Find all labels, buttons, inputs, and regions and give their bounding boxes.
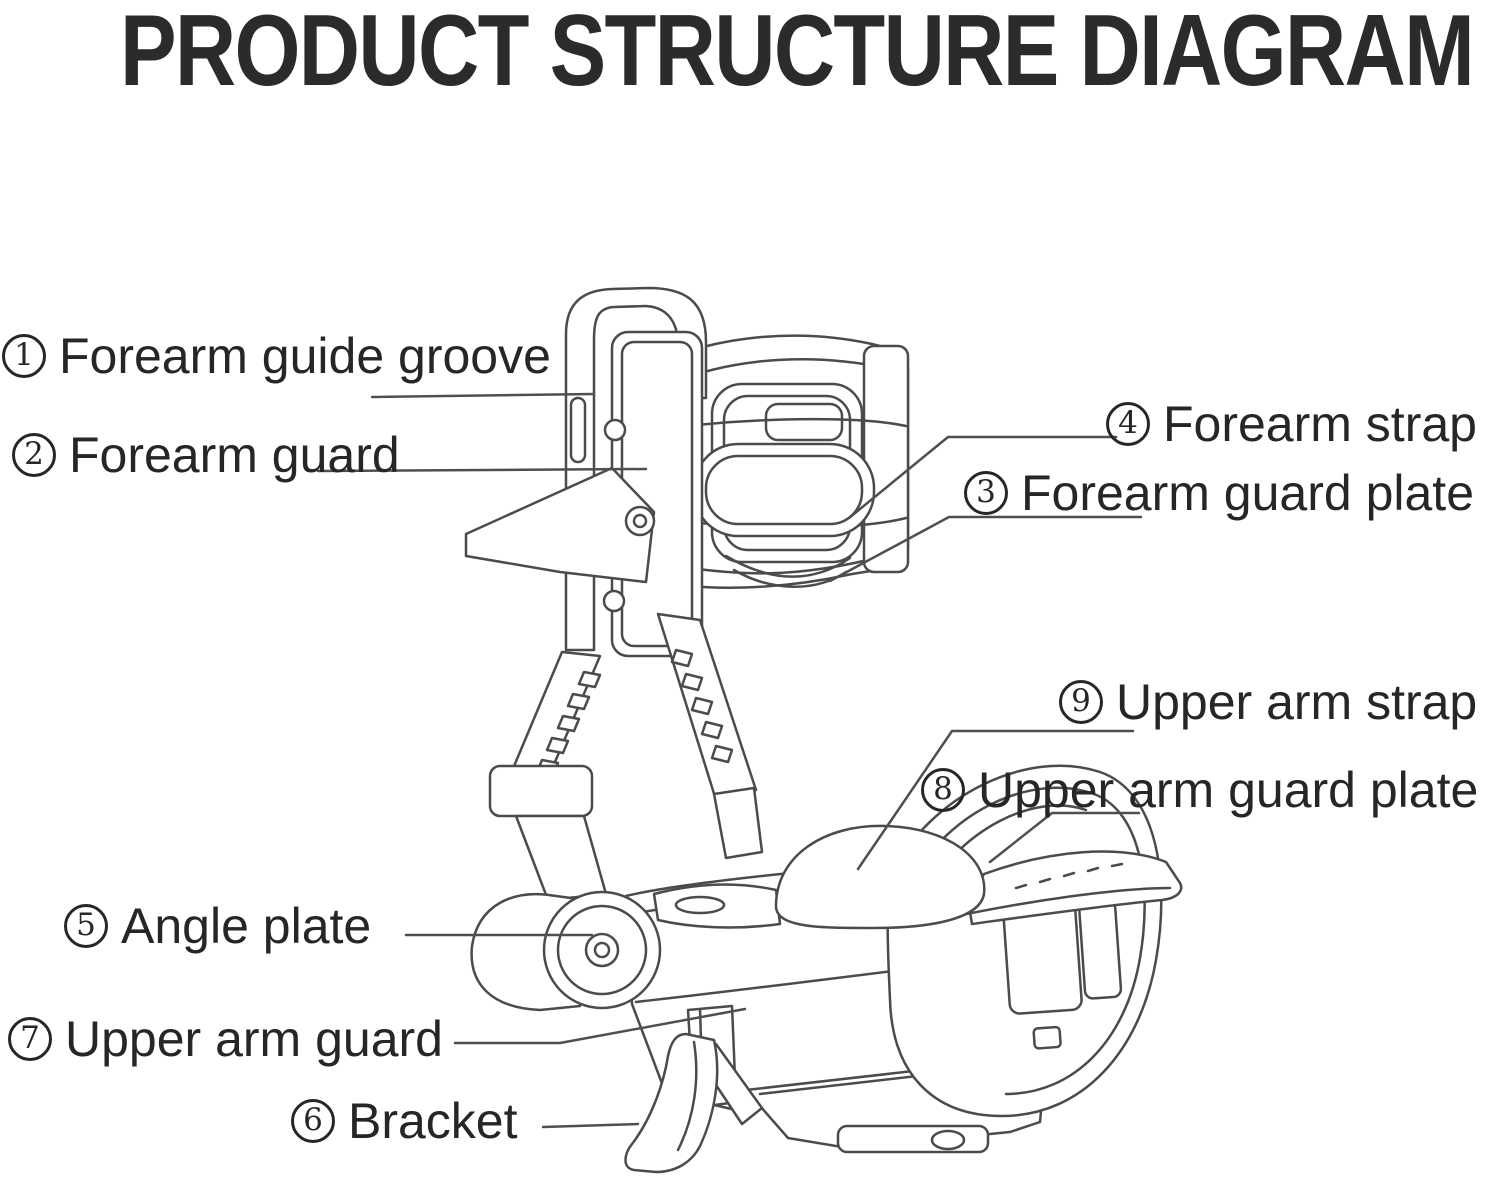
label-upper-arm-guard-plate: 8 Upper arm guard plate <box>921 765 1478 815</box>
circled-number-9: 9 <box>1059 680 1103 724</box>
angle-plate-drawing <box>542 890 662 1010</box>
forearm-strap-drawing <box>638 417 908 538</box>
label-forearm-strap: 4 Forearm strap <box>1106 399 1477 449</box>
circled-number-2: 2 <box>12 433 56 477</box>
label-text-angle-plate: Angle plate <box>121 898 372 954</box>
label-forearm-guard-plate: 3 Forearm guard plate <box>964 468 1474 518</box>
label-text-forearm-guard-plate: Forearm guard plate <box>1021 465 1475 521</box>
support-struts-drawing <box>488 612 764 902</box>
label-text-bracket: Bracket <box>348 1093 518 1149</box>
leader-forearm-strap <box>847 435 1118 520</box>
rail-clamp-drawing <box>464 466 656 584</box>
circled-number-6: 6 <box>291 1099 335 1143</box>
label-angle-plate: 5 Angle plate <box>64 901 371 951</box>
leader-upper-arm-guard <box>453 1007 747 1045</box>
label-text-upper-arm-guard-plate: Upper arm guard plate <box>978 762 1479 818</box>
leader-lines <box>316 392 1143 1129</box>
label-text-upper-arm-guard: Upper arm guard <box>65 1011 443 1067</box>
label-upper-arm-guard: 7 Upper arm guard <box>8 1014 443 1064</box>
label-text-forearm-guard: Forearm guard <box>69 427 400 483</box>
circled-number-7: 7 <box>8 1017 52 1061</box>
label-text-upper-arm-strap: Upper arm strap <box>1116 674 1478 730</box>
label-text-forearm-strap: Forearm strap <box>1163 396 1477 452</box>
circled-number-3: 3 <box>964 471 1008 515</box>
upper-arm-strap-drawing <box>652 824 1183 930</box>
label-bracket: 6 Bracket <box>291 1096 518 1146</box>
circled-number-8: 8 <box>921 768 965 812</box>
page-title: PRODUCT STRUCTURE DIAGRAM <box>120 0 1475 107</box>
circled-number-4: 4 <box>1106 402 1150 446</box>
leader-forearm-guide-groove <box>370 392 596 399</box>
circled-number-1: 1 <box>2 334 46 378</box>
leader-upper-arm-strap <box>856 729 1135 871</box>
bracket-drawing <box>624 1032 764 1174</box>
leader-forearm-guard <box>316 467 648 473</box>
leader-bracket <box>541 1122 640 1129</box>
label-upper-arm-strap: 9 Upper arm strap <box>1059 677 1477 727</box>
label-text-forearm-guide-groove: Forearm guide groove <box>59 328 551 384</box>
leader-forearm-guard-plate <box>828 515 1143 583</box>
label-forearm-guide-groove: 1 Forearm guide groove <box>2 331 551 381</box>
label-forearm-guard: 2 Forearm guard <box>12 430 400 480</box>
leader-upper-arm-guard-plate <box>988 811 1141 864</box>
upper-arm-cuff-shell-drawing <box>886 764 1163 1118</box>
circled-number-5: 5 <box>64 904 108 948</box>
